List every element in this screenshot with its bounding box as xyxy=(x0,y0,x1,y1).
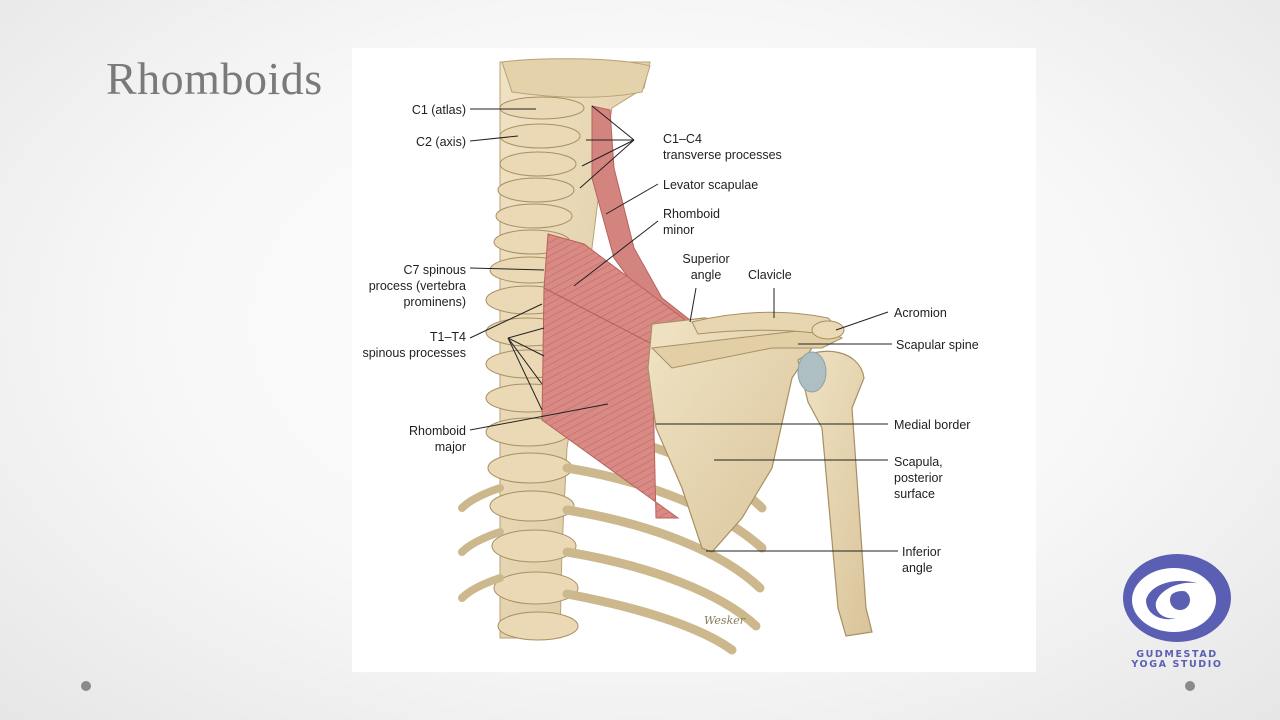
label-rhomboid-minor: Rhomboid minor xyxy=(663,207,720,237)
studio-name-line1: Gudmestad xyxy=(1136,649,1218,660)
label-c1-c4-transverse: C1–C4 transverse processes xyxy=(663,132,782,162)
label-medial-border: Medial border xyxy=(894,418,971,432)
slide-title: Rhomboids xyxy=(106,53,323,104)
label-scapular-spine: Scapular spine xyxy=(896,338,979,352)
leader-lines xyxy=(469,105,898,552)
glenoid-cartilage xyxy=(797,351,827,393)
label-t1-t4-spinous: T1–T4 spinous processes xyxy=(362,330,466,360)
label-scapula-posterior: Scapula, posterior surface xyxy=(894,455,943,501)
label-levator-scapulae: Levator scapulae xyxy=(663,178,759,192)
label-acromion: Acromion xyxy=(894,306,947,320)
anatomy-illustration: Wesker xyxy=(458,58,898,655)
slide-dot-right xyxy=(1185,681,1195,691)
studio-logo xyxy=(1123,554,1231,642)
scapular-spine-bone xyxy=(650,327,844,369)
slide-dot-left xyxy=(81,681,91,691)
acromion-bone xyxy=(811,320,845,340)
studio-name-line2: Yoga Studio xyxy=(1131,659,1223,670)
label-c7-spinous: C7 spinous process (vertebra prominens) xyxy=(368,263,466,309)
label-superior-angle: Superior angle xyxy=(682,252,730,282)
label-c2-axis: C2 (axis) xyxy=(415,135,466,149)
label-c1-atlas: C1 (atlas) xyxy=(411,103,466,117)
label-rhomboid-major: Rhomboid major xyxy=(409,424,466,454)
artist-signature: Wesker xyxy=(704,614,746,627)
humerus-bone xyxy=(797,350,873,637)
studio-logo-text: Gudmestad Yoga Studio xyxy=(1116,650,1238,670)
rhomboid-major-muscle xyxy=(541,287,680,519)
anatomy-figure: Wesker C1 (atlas) C2 ( xyxy=(352,48,1036,672)
label-inferior-angle: Inferior angle xyxy=(902,545,941,575)
label-clavicle: Clavicle xyxy=(748,268,792,282)
